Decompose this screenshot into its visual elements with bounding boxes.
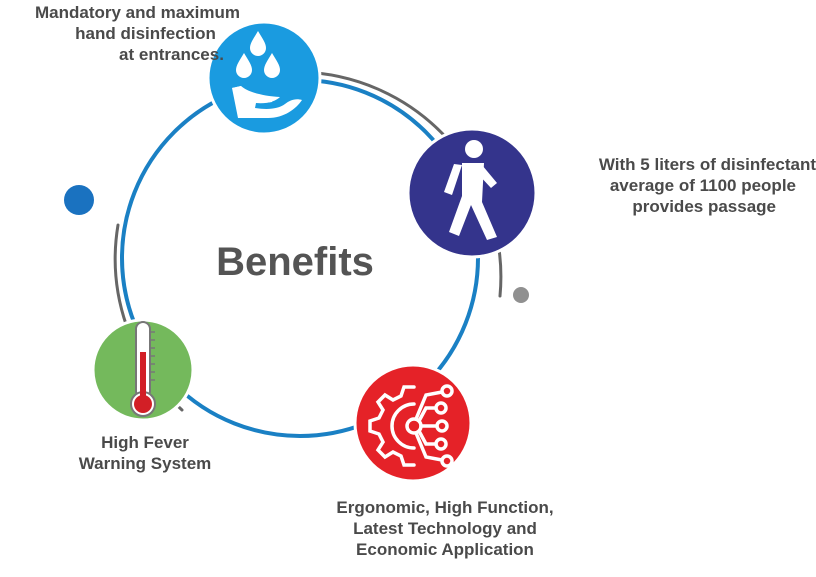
label-line: provides passage (632, 197, 776, 216)
label-line: With 5 liters of disinfectant (598, 155, 816, 174)
hand-water-drops-icon (232, 31, 302, 118)
node-passage (406, 127, 538, 259)
label-disinfection: Mandatory and maximum hand disinfection … (0, 2, 275, 65)
node-technology (353, 363, 473, 483)
label-line: Ergonomic, High Function, (336, 498, 554, 517)
node-disinfection (206, 20, 322, 136)
label-line: average of 1100 people (609, 176, 796, 195)
label-line: Mandatory and maximum (35, 3, 240, 22)
node-fever (91, 318, 195, 422)
label-line: hand disinfection (75, 24, 216, 43)
label-passage: With 5 liters of disinfectant average of… (548, 154, 816, 217)
label-fever: High Fever Warning System (60, 432, 230, 474)
label-line: Warning System (78, 454, 212, 473)
gear-circuit-icon (368, 384, 454, 468)
label-technology: Ergonomic, High Function, Latest Technol… (300, 497, 590, 560)
diagram-title: Benefits (216, 240, 374, 284)
decorative-dot-gray (513, 287, 529, 303)
label-line: High Fever (101, 433, 189, 452)
decorative-dot-blue (64, 185, 94, 215)
label-line: Latest Technology and (353, 519, 537, 538)
label-line: at entrances. (119, 45, 224, 64)
thermometer-icon (130, 321, 156, 417)
label-line: Economic Application (356, 540, 534, 559)
walking-person-icon (444, 140, 497, 240)
